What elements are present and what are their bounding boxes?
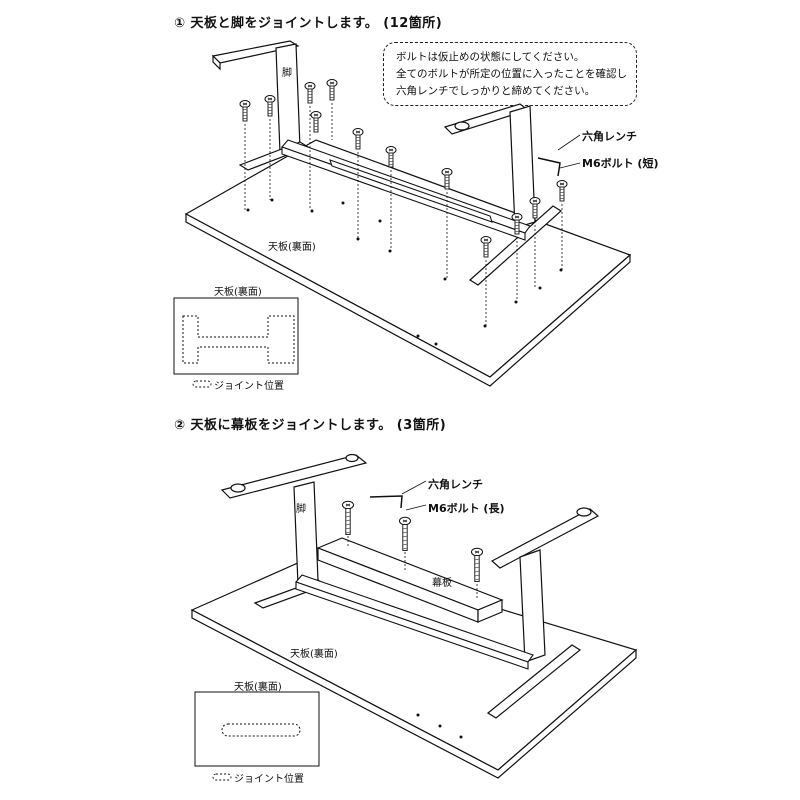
step1-hole-dots [246,198,563,346]
step2-bolt-label: M6ボルト (長) [428,502,505,515]
note-line-3: 六角レンチでしっかりと締めてください。 [396,85,596,97]
note-line-1: ボルトは仮止めの状態にしてください。 [396,51,585,63]
step1-right-leg [443,103,562,286]
step1-tabletop [184,139,632,387]
step2-tabletop [190,553,638,779]
modesty-panel [316,537,504,623]
step2-inset-title: 天板(裏面) [234,682,282,693]
step1-inset-legend: ジョイント位置 [214,381,284,392]
step1-hex-wrench [537,157,561,177]
step2-hole-dots [416,713,463,739]
step1-hex-wrench-label: 六角レンチ [582,130,637,143]
step2-tabletop-label: 天板(裏面) [290,649,338,660]
instruction-note: ボルトは仮止めの状態にしてください。 全てのボルトが所定の位置に入ったことを確認… [383,42,637,106]
step2-guide-lines [347,536,478,600]
step1-inset [173,297,299,388]
step2-hex-wrench [369,495,403,509]
step2-crossbeam [295,574,534,670]
step2-heading: ② 天板に幕板をジョイントします。 (3箇所) [174,418,447,433]
step1-leg-label: 脚 [282,68,292,79]
step1-crossbeam [281,139,531,241]
step1-guide-lines [244,103,563,326]
step1-heading: ① 天板と脚をジョイントします。 (12箇所) [174,16,443,31]
note-line-2: 全てのボルトが所定の位置に入ったことを確認し [396,68,627,80]
step2-left-leg [220,453,368,609]
step2-inset-legend: ジョイント位置 [234,774,304,785]
step2-inset [194,691,320,781]
step1-tabletop-label: 天板(裏面) [268,242,316,253]
step1-inset-title: 天板(裏面) [214,287,262,298]
step1-bolt-label: M6ボルト (短) [582,157,659,170]
modesty-panel-label: 幕板 [432,578,452,589]
step2-hex-wrench-label: 六角レンチ [428,478,483,491]
step2-leg-label: 脚 [296,504,306,515]
step2-right-leg [486,507,600,719]
